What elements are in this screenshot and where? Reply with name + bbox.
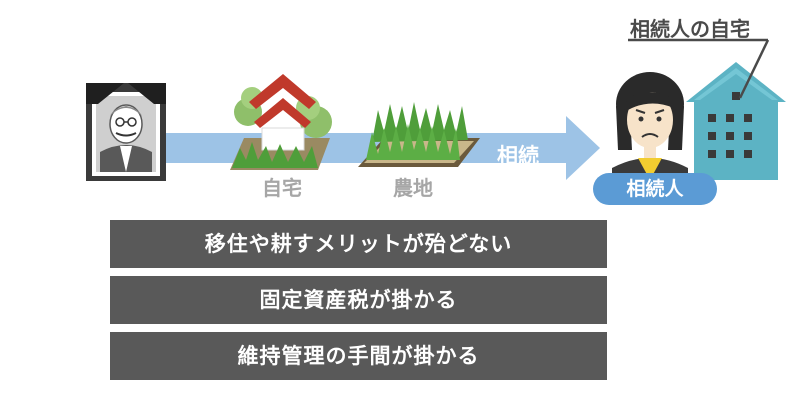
heir-person-icon: [612, 72, 688, 180]
building-icon: [686, 62, 786, 180]
issue-box: 固定資産税が掛かる: [110, 276, 607, 324]
heir-home-label: 相続人の自宅: [630, 17, 750, 41]
heir-badge: 相続人: [593, 173, 717, 205]
farmland-icon: [358, 102, 480, 167]
issue-box: 移住や耕すメリットが殆どない: [110, 220, 607, 268]
issue-box-list: 移住や耕すメリットが殆どない 固定資産税が掛かる 維持管理の手間が掛かる: [110, 220, 607, 388]
house-label: 自宅: [262, 176, 302, 200]
callout-line: [628, 38, 770, 99]
issue-box: 維持管理の手間が掛かる: [110, 332, 607, 380]
farmland-label: 農地: [393, 176, 433, 200]
inheritance-arrow: [160, 116, 600, 180]
arrow-label: 相続: [497, 144, 539, 168]
deceased-portrait-icon: [86, 83, 166, 181]
house-icon: [230, 74, 332, 170]
